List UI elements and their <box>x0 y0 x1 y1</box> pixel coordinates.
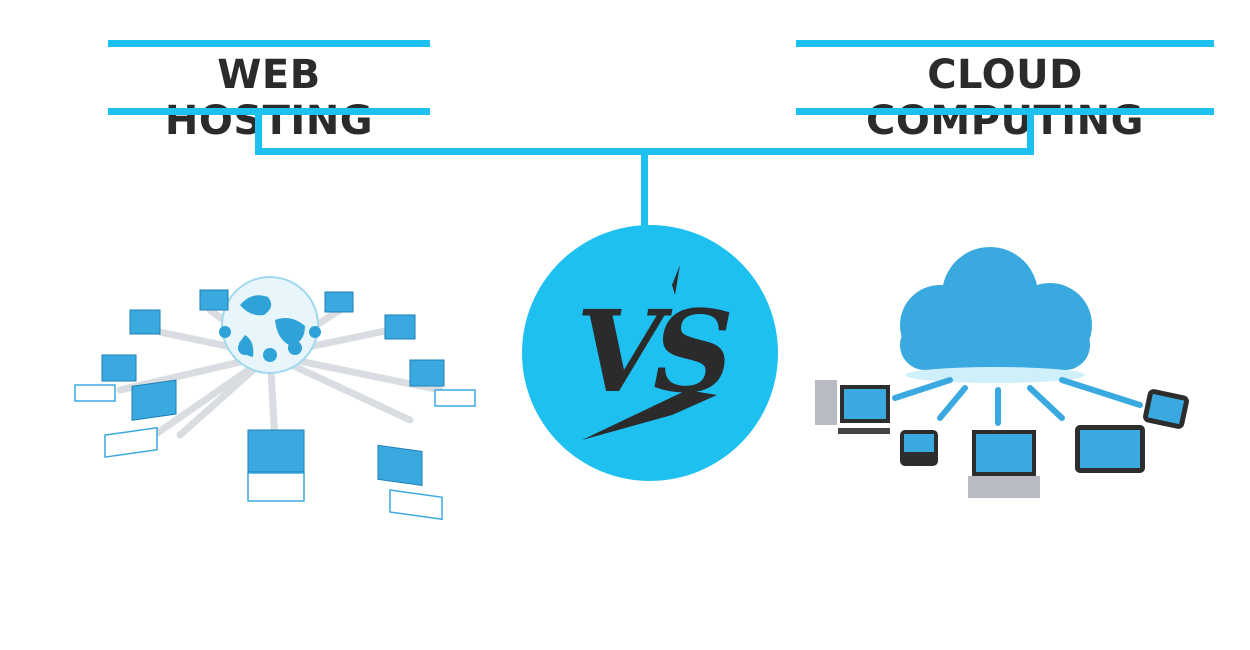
left-title: WEB HOSTING <box>164 52 374 144</box>
vs-badge: VS <box>522 225 778 481</box>
brush-stroke-icon <box>582 265 717 440</box>
center-drop-connector <box>641 148 648 228</box>
right-title-bottom-bar <box>796 108 1214 115</box>
network-globe-illustration <box>74 276 476 520</box>
cloud-devices-illustration <box>815 247 1189 498</box>
left-drop-connector <box>255 115 262 155</box>
left-title-top-bar <box>108 40 430 47</box>
left-title-bottom-bar <box>108 108 430 115</box>
right-title-top-bar <box>796 40 1214 47</box>
right-title: CLOUD COMPUTING <box>866 52 1144 144</box>
right-drop-connector <box>1027 115 1034 155</box>
